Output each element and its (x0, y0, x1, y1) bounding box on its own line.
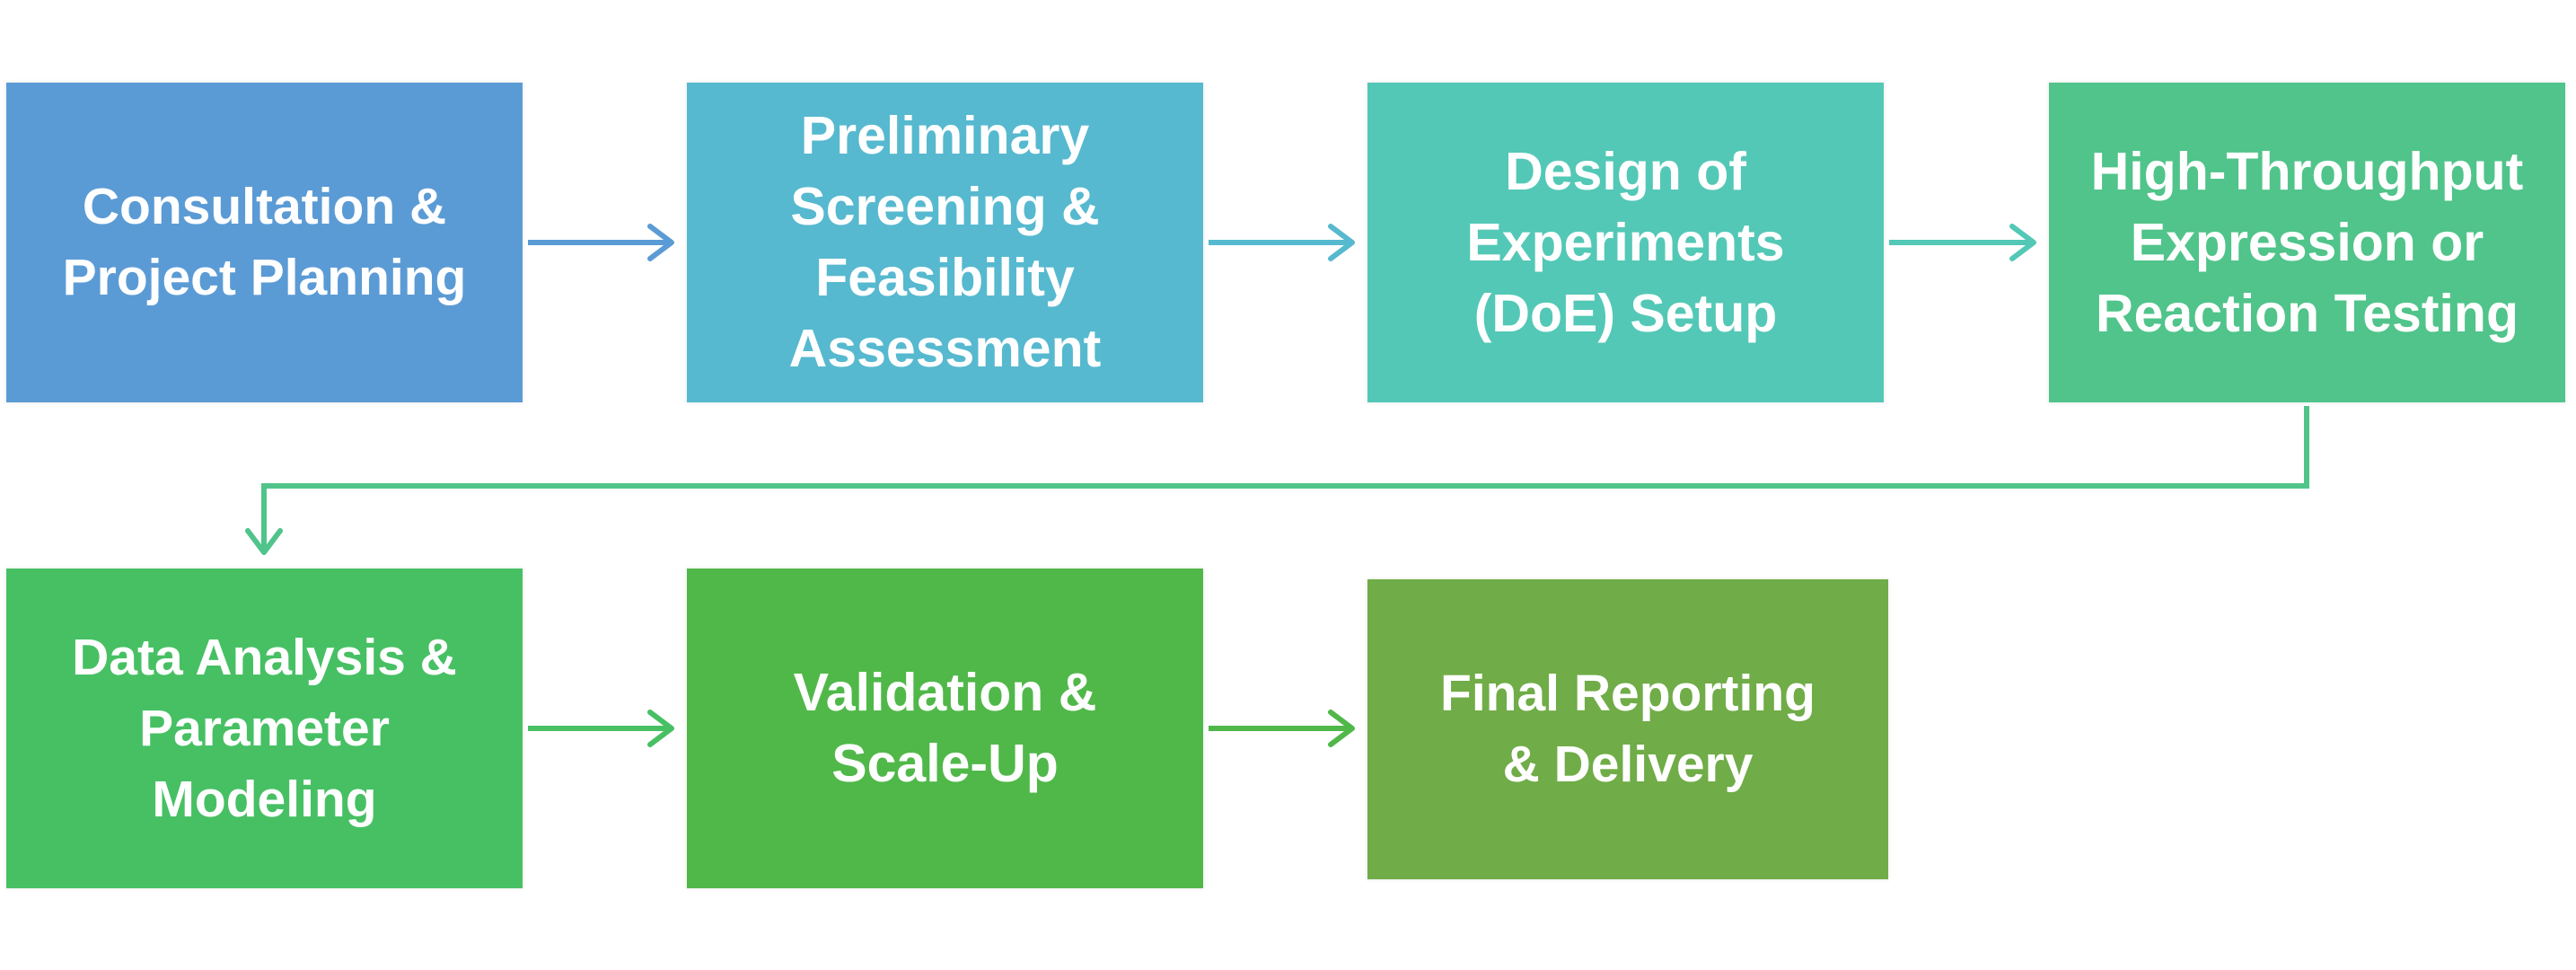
connector-arrow-6-7 (1209, 710, 1355, 747)
step-design-of-experiments: Design of Experiments (DoE) Setup (1367, 83, 1884, 402)
step-label: Validation & Scale-Up (793, 663, 1097, 793)
arrowhead (647, 710, 674, 747)
step-consultation-planning: Consultation & Project Planning (6, 83, 523, 402)
step-label: High-Throughput Expression or Reaction T… (2090, 141, 2524, 343)
step-preliminary-screening: Preliminary Screening & Feasibility Asse… (687, 83, 1203, 402)
connector-arrow-5-6 (528, 710, 674, 747)
step-high-throughput-testing: High-Throughput Expression or Reaction T… (2049, 83, 2565, 402)
step-label: Design of Experiments (DoE) Setup (1466, 141, 1785, 343)
step-data-analysis: Data Analysis & Parameter Modeling (6, 569, 523, 888)
step-validation-scale-up: Validation & Scale-Up (687, 569, 1203, 888)
step-label: Final Reporting & Delivery (1440, 665, 1816, 793)
connector-arrow-4-5 (245, 406, 2309, 555)
arrowhead (2009, 224, 2036, 261)
arrowhead (1328, 710, 1355, 747)
step-label: Consultation & Project Planning (62, 178, 467, 306)
arrowhead (647, 224, 674, 261)
connector-arrow-2-3 (1209, 224, 1355, 261)
connector-arrow-1-2 (528, 224, 674, 261)
arrowhead (1328, 224, 1355, 261)
arrowhead (245, 528, 283, 555)
connector-arrow-3-4 (1889, 224, 2036, 261)
step-label: Data Analysis & Parameter Modeling (72, 628, 457, 828)
step-final-reporting: Final Reporting & Delivery (1367, 579, 1888, 879)
connector-line (261, 406, 2309, 551)
step-label: Preliminary Screening & Feasibility Asse… (788, 106, 1102, 378)
